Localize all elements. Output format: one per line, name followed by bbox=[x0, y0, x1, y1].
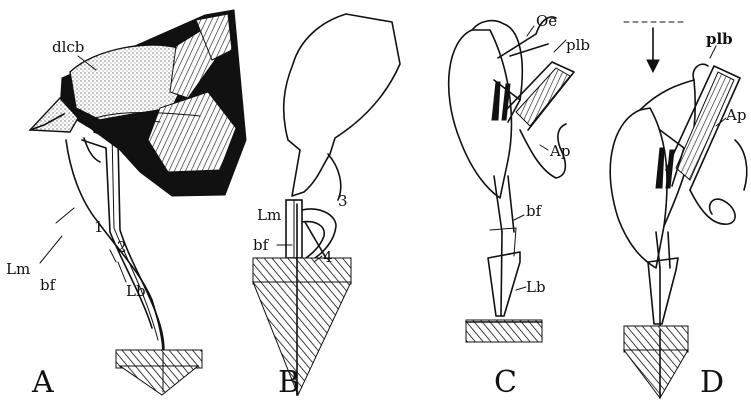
label-bf-b: bf bbox=[253, 236, 270, 254]
label-ap-c: Ap bbox=[549, 142, 570, 160]
label-oe-c: Oe bbox=[536, 12, 557, 30]
label-2-a: 2 bbox=[117, 238, 127, 256]
panel-d-caption: D bbox=[700, 365, 724, 400]
panel-c-caption: C bbox=[494, 365, 517, 400]
label-ap-d: Ap bbox=[725, 106, 746, 124]
panel-b-head bbox=[284, 14, 400, 196]
label-dlcb-a: dlcb bbox=[52, 38, 84, 56]
label-lm-b: Lm bbox=[257, 206, 281, 224]
label-1-a: 1 bbox=[94, 218, 104, 236]
panel-a: dlcb Lm 1 2 bf Lb A bbox=[6, 10, 246, 400]
panel-b-tissue-cone bbox=[253, 282, 351, 395]
panel-d-tissue bbox=[624, 326, 688, 352]
label-3-b: 3 bbox=[338, 192, 348, 210]
panel-b: Lm 3 bf 4 B bbox=[253, 14, 400, 400]
panel-d-tissue-cone bbox=[624, 350, 688, 398]
panel-a-caption: A bbox=[31, 365, 54, 400]
label-bf-a: bf bbox=[40, 276, 57, 294]
label-plb-d: plb bbox=[706, 30, 733, 48]
panel-c: Oe plb Ap bf Lb C bbox=[449, 12, 590, 400]
label-lb-c: Lb bbox=[526, 278, 546, 296]
panel-b-caption: B bbox=[278, 365, 300, 400]
label-lb-a: Lb bbox=[126, 282, 146, 300]
panel-b-tissue bbox=[253, 258, 351, 284]
panel-a-tissue bbox=[116, 350, 202, 368]
label-lm-a: Lm bbox=[6, 260, 30, 278]
panel-c-tissue bbox=[466, 320, 542, 342]
label-4-b: 4 bbox=[323, 248, 333, 266]
label-bf-c: bf bbox=[526, 202, 543, 220]
panel-d: plb Ap D bbox=[610, 22, 747, 400]
panel-a-tissue-cone bbox=[120, 366, 198, 395]
label-plb-c: plb bbox=[566, 36, 590, 54]
